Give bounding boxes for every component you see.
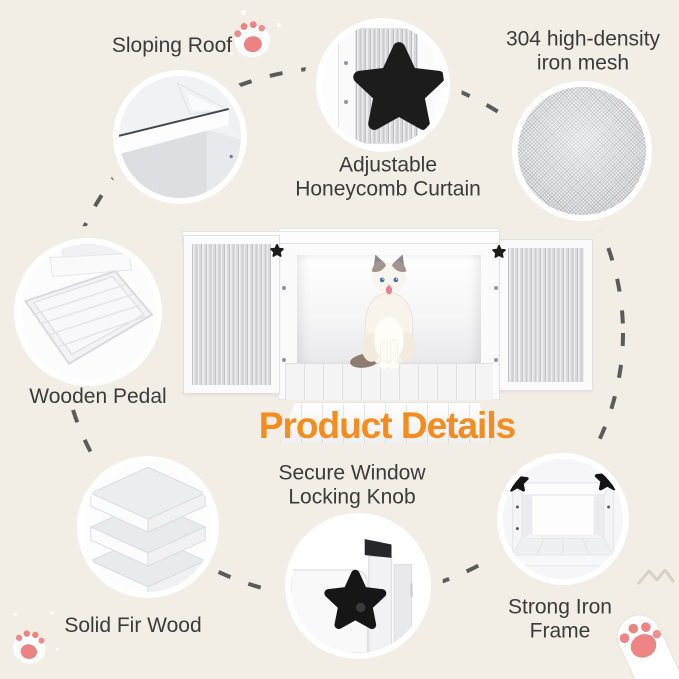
feature-label-honeycomb-curtain: Adjustable Honeycomb Curtain <box>295 154 481 203</box>
feature-label-wooden-pedal: Wooden Pedal <box>29 385 166 409</box>
feature-label-solid-fir-wood: Solid Fir Wood <box>64 614 201 638</box>
honeycomb-curtain-illustration <box>322 24 444 146</box>
label-line: Honeycomb Curtain <box>295 178 481 201</box>
cat-house-floor <box>285 363 493 400</box>
label-line: Solid Fir Wood <box>64 613 202 637</box>
screw-icon <box>343 99 348 104</box>
right-curtain-door <box>500 240 592 390</box>
feature-label-locking-knob: Secure Window Locking Knob <box>278 462 425 511</box>
label-line: Adjustable <box>338 153 438 177</box>
feature-label-iron-mesh: 304 high-density iron mesh <box>506 28 660 77</box>
label-line: 304 high-density <box>505 27 661 51</box>
feature-label-sloping-roof: Sloping Roof <box>112 34 232 58</box>
left-curtain-door <box>184 236 279 393</box>
cat-illustration <box>350 255 417 369</box>
locking-knob-photo <box>285 513 431 659</box>
screw-icon <box>494 358 498 362</box>
product-details-title: Product Details <box>258 405 516 446</box>
iron-frame-illustration <box>503 459 623 579</box>
wooden-pedal-illustration <box>20 244 156 380</box>
star-knob-icon <box>353 42 444 130</box>
sparkle <box>241 10 246 15</box>
locking-knob-illustration <box>291 519 425 653</box>
screw-icon <box>343 60 348 65</box>
solid-fir-wood-photo <box>77 456 219 598</box>
cat-house-body <box>278 228 500 400</box>
honeycomb-curtain-photo <box>316 18 450 152</box>
paw-print-icon <box>234 21 271 58</box>
sparkle <box>56 648 59 651</box>
label-line: Strong Iron <box>508 595 612 619</box>
iron-frame-photo <box>497 453 629 585</box>
screw-icon <box>282 358 286 362</box>
iron-mesh-photo <box>512 81 652 221</box>
cat-house-product-photo <box>182 226 594 443</box>
screw-icon <box>494 286 498 290</box>
label-line: Frame <box>529 620 591 643</box>
sparkle <box>230 52 233 55</box>
sparkle <box>50 611 54 615</box>
star-knob-icon <box>270 243 284 257</box>
wooden-pedal-ramp <box>280 402 494 443</box>
accent-mark-icon <box>637 569 675 585</box>
cat-paw-icon <box>616 569 679 679</box>
label-line: Wooden Pedal <box>29 384 167 408</box>
paw-print-icon <box>13 630 46 664</box>
sparkle <box>14 613 17 616</box>
star-knob-icon <box>492 244 506 258</box>
sloping-roof-photo <box>113 70 247 204</box>
screw-icon <box>282 286 286 290</box>
iron-mesh-texture <box>518 87 646 215</box>
sparkle <box>277 23 281 27</box>
wooden-pedal-photo <box>14 238 162 386</box>
label-line: iron mesh <box>536 52 630 75</box>
label-line: Locking Knob <box>288 486 416 509</box>
feature-label-iron-frame: Strong Iron Frame <box>508 596 612 645</box>
sloping-roof-illustration <box>119 76 241 198</box>
label-line: Sloping Roof <box>111 33 233 57</box>
fir-wood-illustration <box>83 462 213 592</box>
star-knob-icon <box>324 569 387 630</box>
label-line: Secure Window <box>278 461 426 485</box>
